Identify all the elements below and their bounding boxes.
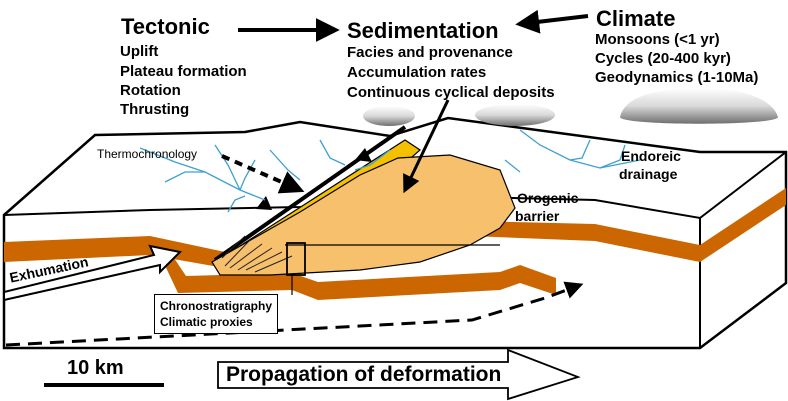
cloud-small xyxy=(363,106,415,126)
strata-band-left xyxy=(4,236,225,268)
chrono-label-line2: Climatic proxies xyxy=(160,315,253,329)
strata-band-lower xyxy=(160,255,556,300)
sedimentation-item-accumulation: Accumulation rates xyxy=(347,64,487,81)
sediment-streaks xyxy=(221,235,293,273)
orogenic-label-line2: barrier xyxy=(515,208,560,224)
sedimentation-item-cyclical: Continuous cyclical deposits xyxy=(347,84,555,101)
tectonic-title: Tectonic xyxy=(121,14,210,39)
fault-line xyxy=(213,125,407,262)
exhumation-arrow xyxy=(3,244,183,302)
orogenic-label-line1: Orogenic xyxy=(517,190,579,206)
climate-title: Climate xyxy=(596,6,676,31)
scale-bar-label: 10 km xyxy=(67,357,124,379)
cloud-medium xyxy=(475,104,555,126)
propagation-arrow xyxy=(217,348,581,401)
thrust-tooth-1 xyxy=(256,196,272,210)
thermochronology-arrow xyxy=(221,154,305,194)
tectonic-item-thrusting: Thrusting xyxy=(120,101,190,118)
tectonic-item-rotation: Rotation xyxy=(120,82,181,99)
climate-item-geodynamics: Geodynamics (1-10Ma) xyxy=(595,69,759,86)
tectonic-item-uplift: Uplift xyxy=(120,43,159,60)
cloud-large xyxy=(620,88,778,124)
endoreic-label-line1: Endoreic xyxy=(621,148,681,164)
sedimentation-item-facies: Facies and provenance xyxy=(347,44,513,61)
drainage-network-right xyxy=(504,129,641,173)
climate-item-cycles: Cycles (20-400 kyr) xyxy=(595,50,731,67)
thrust-tooth-2 xyxy=(355,148,372,162)
sedimentation-arrow xyxy=(403,99,450,194)
sedimentation-title: Sedimentation xyxy=(347,18,499,43)
sampling-box xyxy=(286,242,306,276)
thermochronology-label: Thermochronology xyxy=(97,147,198,161)
propagation-label: Propagation of deformation xyxy=(226,363,502,386)
climate-arrow xyxy=(515,9,589,34)
chrono-label-line1: Chronostratigraphy xyxy=(160,299,273,313)
chronostratigraphy-box: Chronostratigraphy Climatic proxies xyxy=(154,294,279,334)
tectonic-item-plateau: Plateau formation xyxy=(120,63,247,80)
climate-item-monsoons: Monsoons (<1 yr) xyxy=(595,31,720,48)
endoreic-label-line2: drainage xyxy=(619,166,678,182)
strata-band-right xyxy=(470,188,786,262)
